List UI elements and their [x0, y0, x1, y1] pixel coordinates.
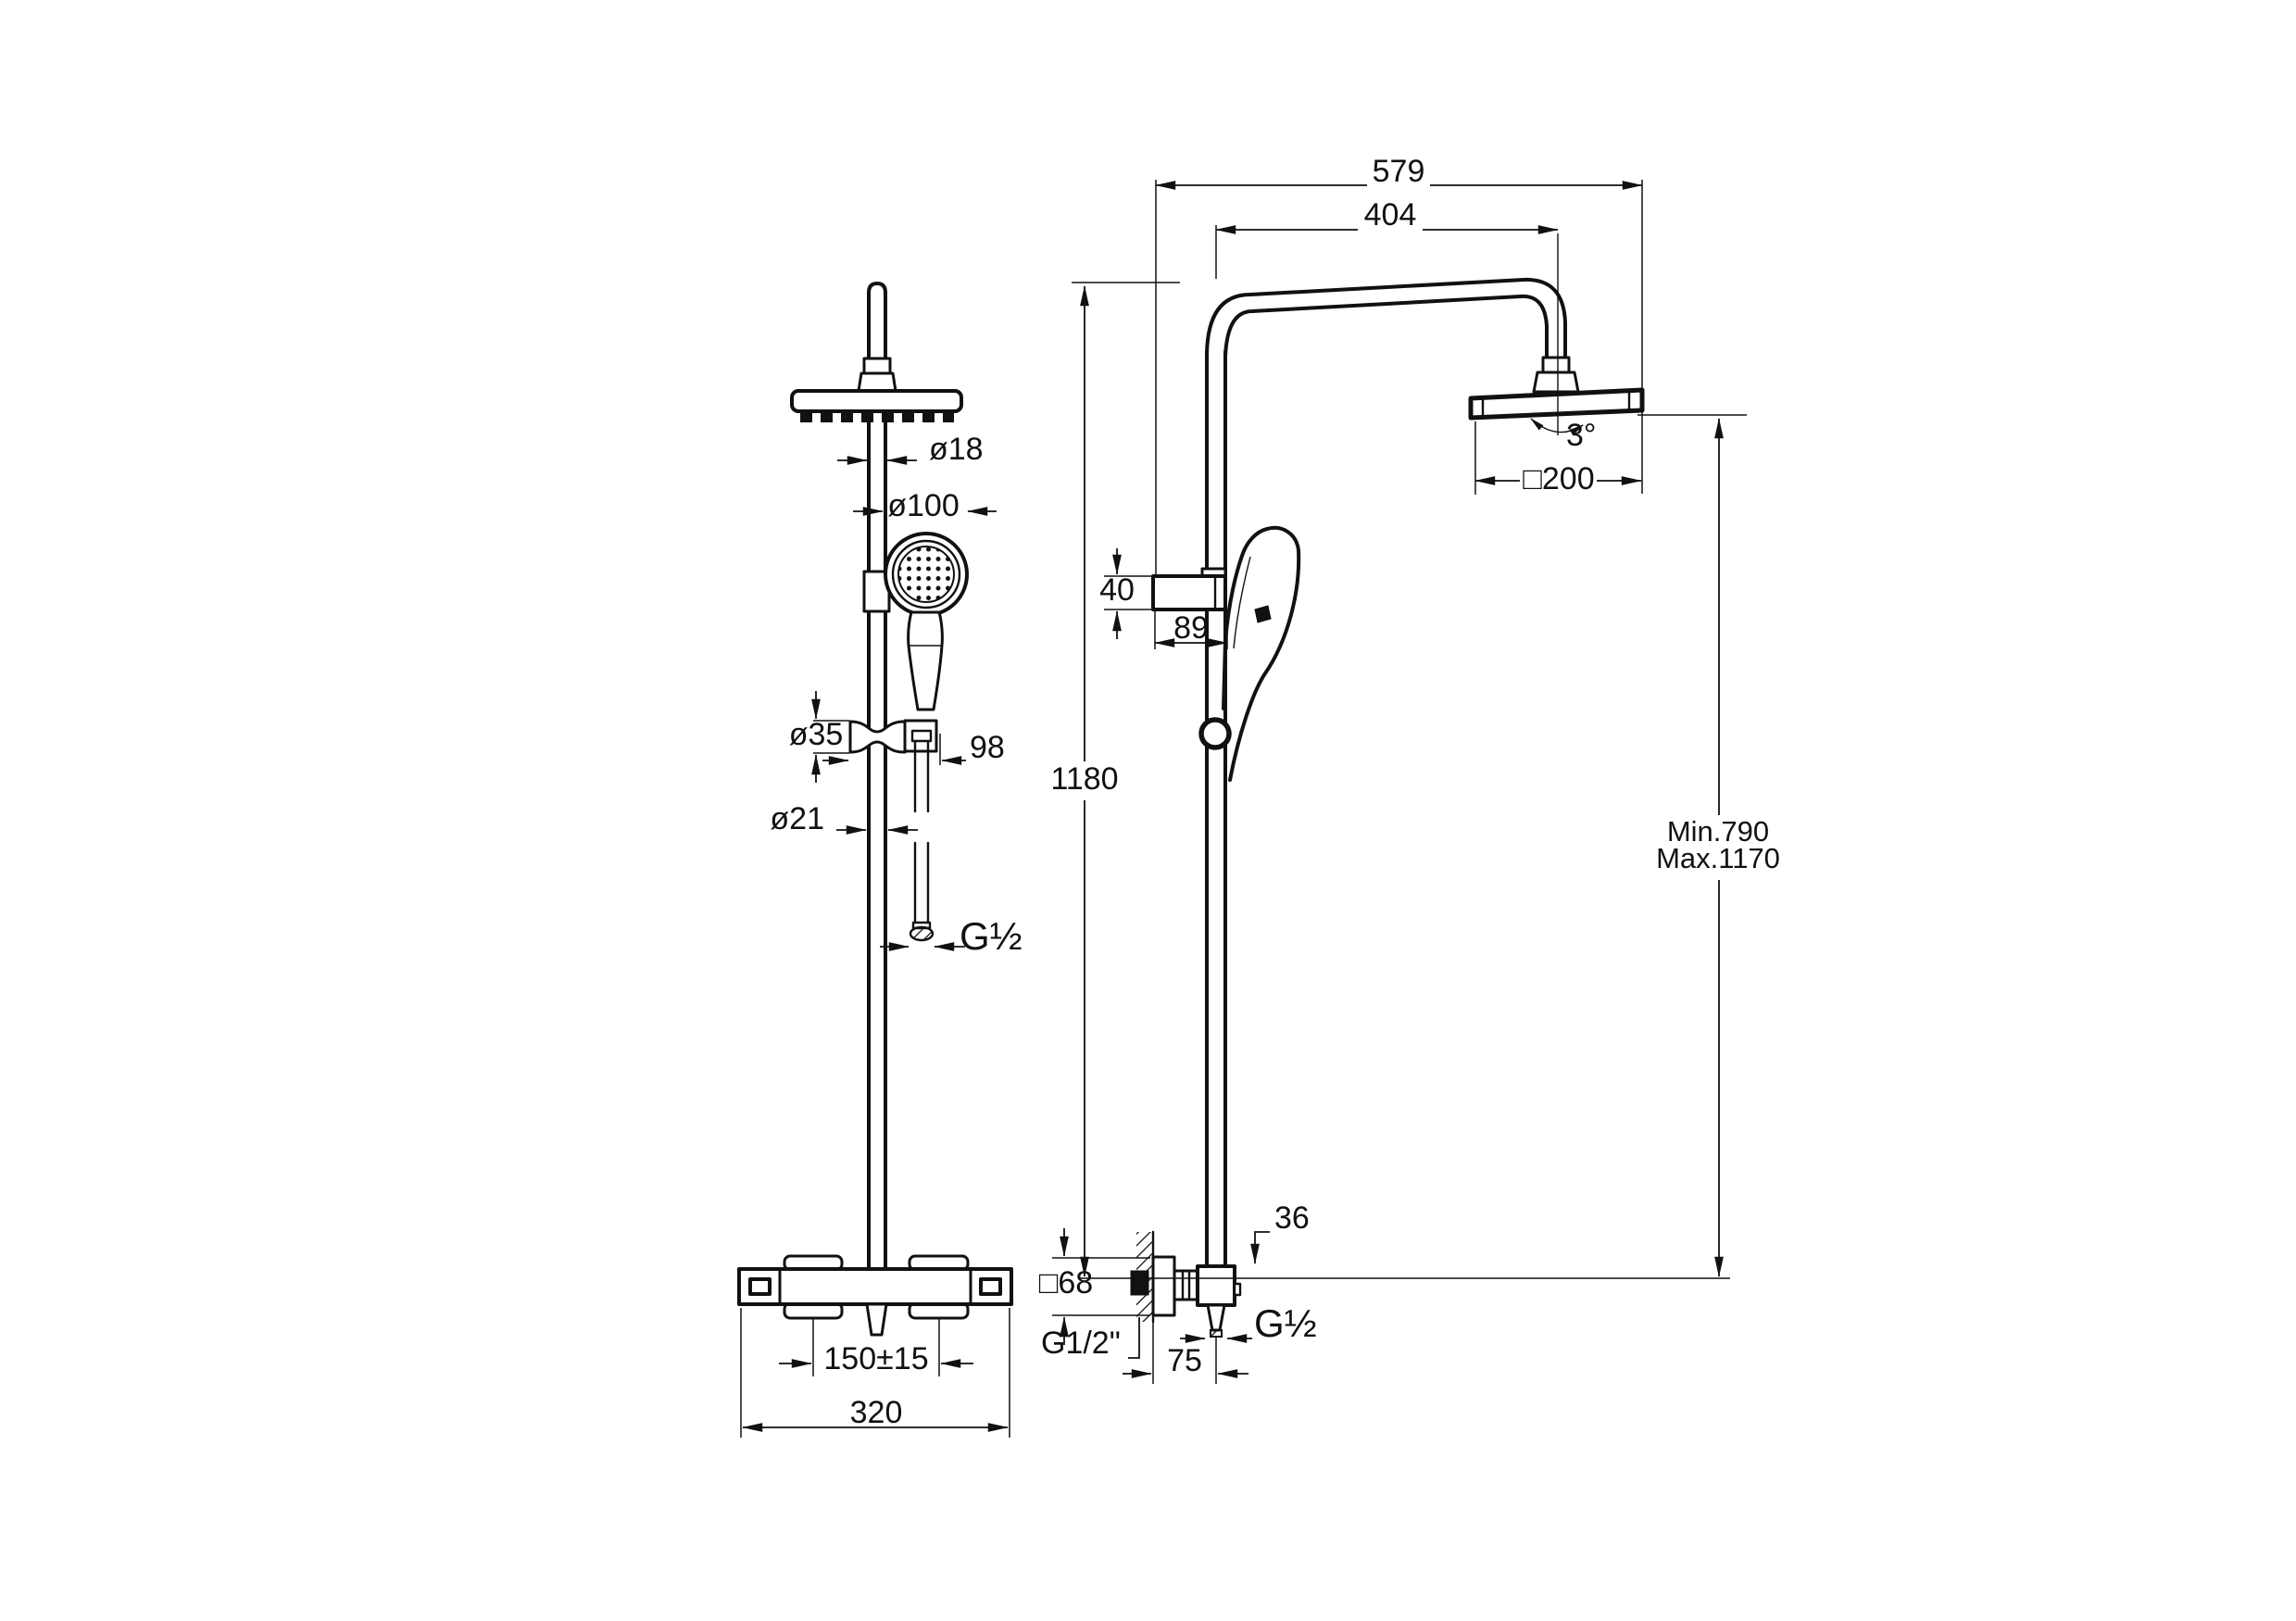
- dim-label-min790: Min.790: [1667, 815, 1769, 848]
- front-right-handle-detail: [979, 1277, 1002, 1296]
- connection-nipple: [1173, 1269, 1199, 1301]
- side-head-nut: [1541, 356, 1571, 374]
- front-hose-nut: [909, 925, 935, 942]
- side-holder-latch: [1254, 605, 1272, 623]
- dim-label-sq200: □200: [1523, 461, 1594, 496]
- hand-shower-spray-face: [897, 546, 955, 603]
- dim-label-dia35: ø35: [789, 717, 844, 752]
- dim-label-dia18: ø18: [929, 432, 984, 467]
- dim-label-40: 40: [1099, 572, 1135, 608]
- dim-label-sq68: □68: [1039, 1265, 1093, 1301]
- side-overhead-head: [1468, 387, 1645, 421]
- dim-label-hose-thread: G½: [960, 914, 1023, 958]
- front-hose-connector: [910, 729, 933, 743]
- wall-escutcheon: [1151, 1255, 1176, 1317]
- side-hand-shower: [1151, 525, 1301, 782]
- outlet-thread-tip: [1210, 1329, 1223, 1338]
- dim-label-98: 98: [970, 730, 1005, 765]
- front-overhead-shower: [790, 357, 963, 422]
- hand-shower-handle: [907, 610, 944, 711]
- side-slider-bracket: [1151, 574, 1227, 611]
- front-head-connector: [857, 371, 897, 393]
- dim-label-320: 320: [850, 1395, 903, 1430]
- front-valve-outlet: [865, 1302, 888, 1337]
- side-handshower-outer: [1228, 525, 1301, 782]
- front-valve-body: [737, 1267, 1013, 1306]
- supply-fitting: [1130, 1270, 1149, 1296]
- front-view: ø18 ø100 ø35 98 ø21 G½: [737, 282, 1180, 1438]
- side-dimensions: 579 404 40 89 3° □200: [1039, 154, 1780, 1384]
- dim-label-max1170: Max.1170: [1656, 842, 1780, 874]
- side-rail-and-arm: [1205, 277, 1567, 1269]
- dim-label-dia100: ø100: [887, 488, 960, 523]
- dim-label-dia21: ø21: [770, 801, 824, 836]
- side-valve-body: [1196, 1264, 1236, 1307]
- side-valve-assembly: [1130, 1230, 1242, 1338]
- dim-label-150-15: 150±15: [823, 1341, 928, 1376]
- dim-label-89: 89: [1173, 610, 1209, 646]
- side-overhead-shower: [1468, 356, 1645, 421]
- dim-label-supply-thread: G1/2": [1041, 1326, 1121, 1361]
- front-dimensions: ø18 ø100 ø35 98 ø21 G½: [740, 282, 1180, 1438]
- dim-label-579: 579: [1373, 154, 1425, 189]
- dim-label-outlet-thread: G½: [1254, 1301, 1317, 1345]
- side-arm-outer: [1205, 277, 1567, 360]
- front-head-connector-small: [862, 357, 892, 375]
- side-holder-knob: [1198, 717, 1232, 750]
- side-valve-outlet: [1206, 1303, 1226, 1332]
- front-wall-bracket: [848, 720, 907, 754]
- front-hand-shower: [848, 532, 969, 942]
- side-view: 579 404 40 89 3° □200: [1039, 154, 1780, 1384]
- front-overhead-head: [790, 389, 963, 413]
- dim-label-1180: 1180: [1050, 761, 1118, 797]
- dim-label-3deg: 3°: [1566, 418, 1597, 453]
- front-rail-pipe: [867, 282, 887, 1271]
- front-upper-pipe: [867, 282, 887, 361]
- dim-label-404: 404: [1364, 197, 1417, 232]
- side-arm-inner: [1223, 294, 1549, 360]
- front-hose: [909, 739, 935, 942]
- dim-label-36: 36: [1274, 1200, 1310, 1236]
- front-thermostatic-valve: [737, 1254, 1013, 1337]
- side-head-connector: [1532, 371, 1580, 394]
- dim-label-75: 75: [1167, 1343, 1202, 1378]
- front-left-handle-detail: [748, 1277, 772, 1296]
